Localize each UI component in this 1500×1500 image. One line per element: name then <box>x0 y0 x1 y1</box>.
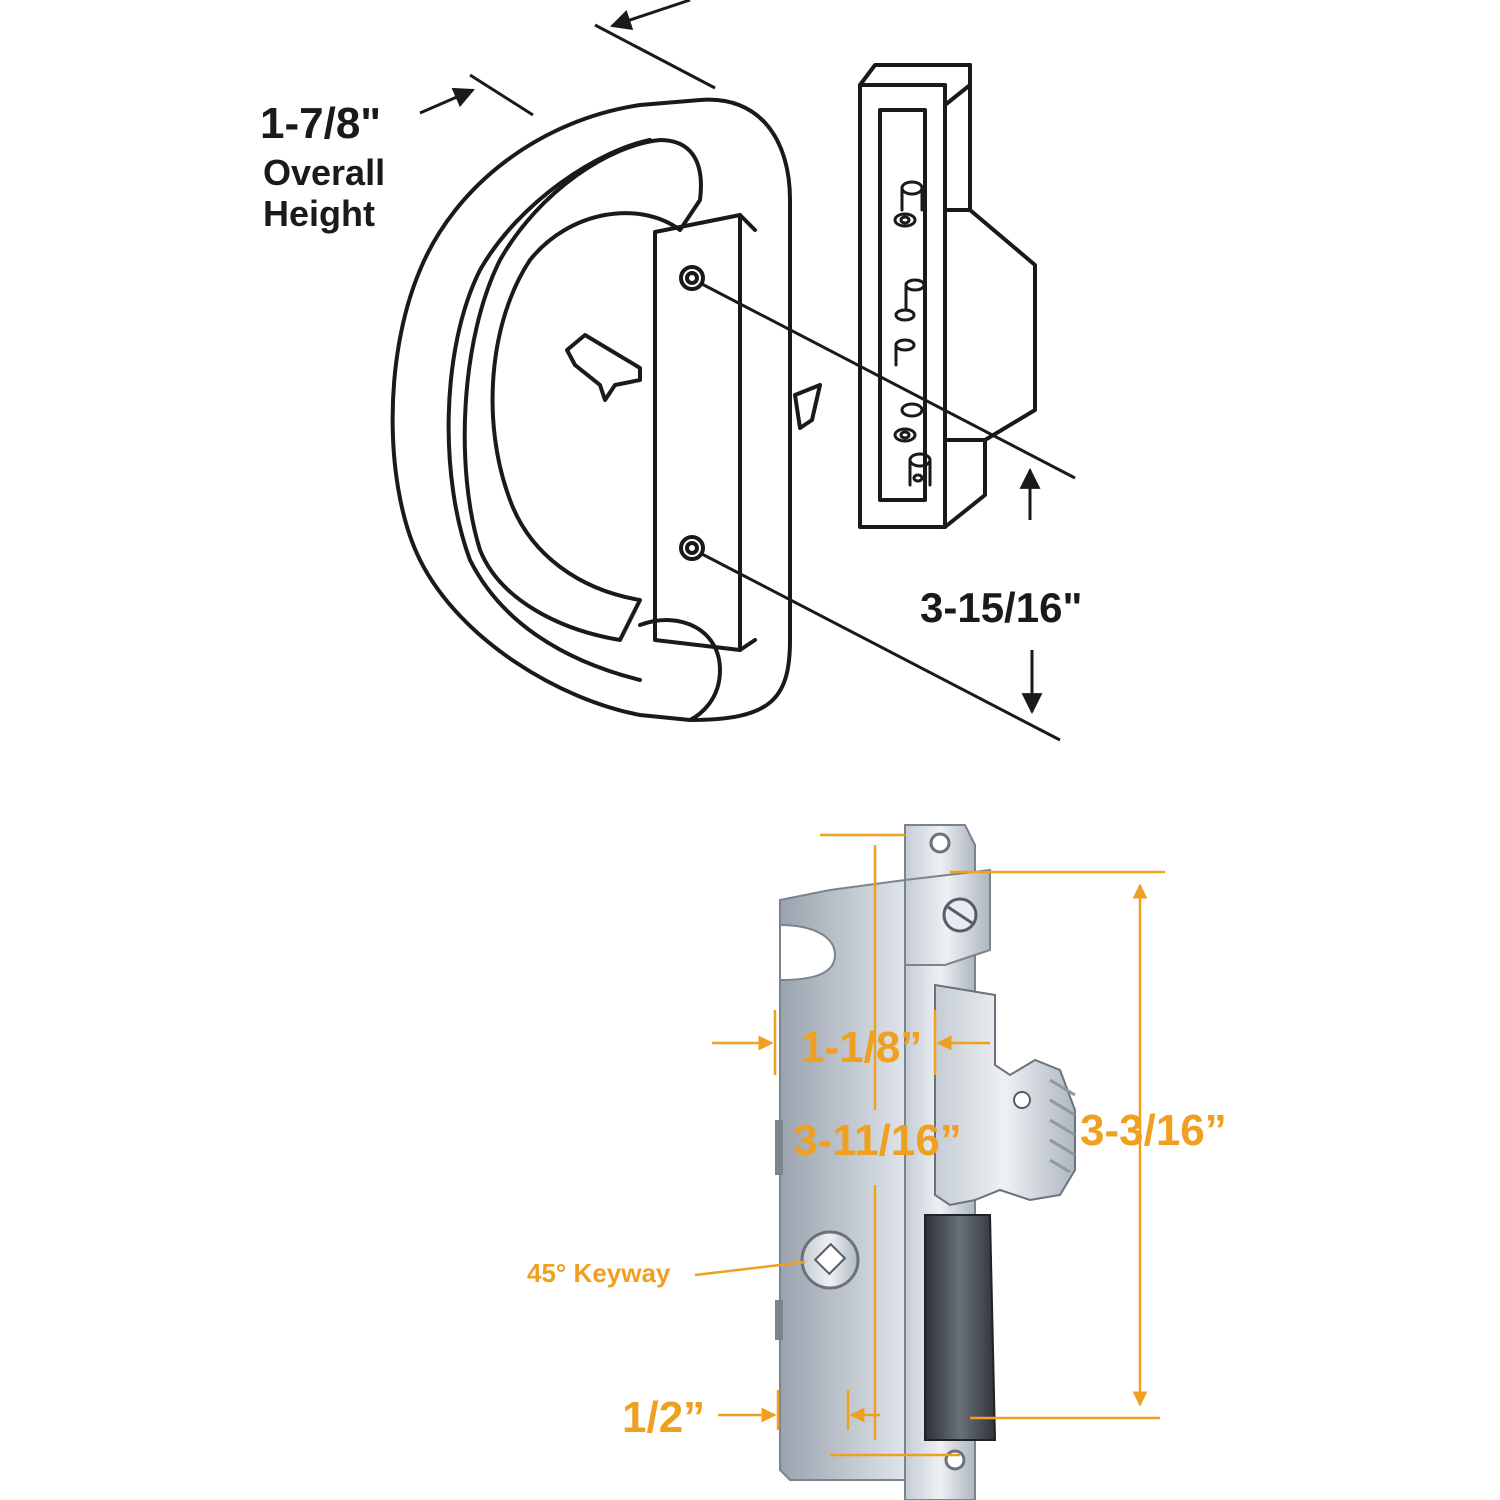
height-extension-upper <box>594 23 716 90</box>
escutcheon-right-flange <box>943 63 1037 529</box>
overall-height-value: 1-7/8" <box>260 99 381 148</box>
handle-lower-bulb <box>638 618 722 722</box>
mount-center-label: 3-11/16” <box>793 1116 962 1165</box>
overall-height-label-line1: Overall <box>263 152 385 193</box>
handle-outer-outline <box>390 97 792 722</box>
faceplate-screw-hole-bottom <box>944 1449 966 1471</box>
screw-hole-upper <box>679 265 705 291</box>
keyway-label: 45° Keyway <box>527 1258 671 1288</box>
bottom-dimension-lines <box>694 833 1165 1457</box>
keyway-leader <box>694 1260 806 1277</box>
screw-hole-lower <box>679 535 705 561</box>
overall-height-label-line2: Height <box>263 193 375 234</box>
body-top-notch <box>779 923 837 982</box>
height-arrow-lower <box>419 87 475 115</box>
top-dimension-lines <box>419 0 1076 742</box>
handle-line-drawing <box>390 63 1037 722</box>
latch-lever <box>565 333 642 402</box>
escutcheon-channel <box>878 108 927 502</box>
height-extension-lower <box>469 73 534 117</box>
hole-spacing-label: 3-15/16" <box>920 584 1082 631</box>
hole-line-lower <box>699 551 1061 742</box>
width-label: 1-1/8” <box>800 1023 922 1072</box>
hole-line-upper <box>699 281 1076 480</box>
height-arrow-upper <box>610 0 691 30</box>
hook-latch <box>934 983 1076 1207</box>
latch-tail <box>793 383 822 430</box>
escutcheon-front <box>858 83 947 529</box>
backset-label: 1/2” <box>622 1393 705 1442</box>
handle-inner-opening <box>462 138 703 642</box>
hook-height-label: 3-3/16” <box>1080 1106 1227 1155</box>
lower-cover <box>924 1214 997 1441</box>
handle-grip-groove <box>446 138 652 682</box>
faceplate-screw-hole-top <box>929 832 951 854</box>
escutcheon-posts <box>893 180 932 487</box>
